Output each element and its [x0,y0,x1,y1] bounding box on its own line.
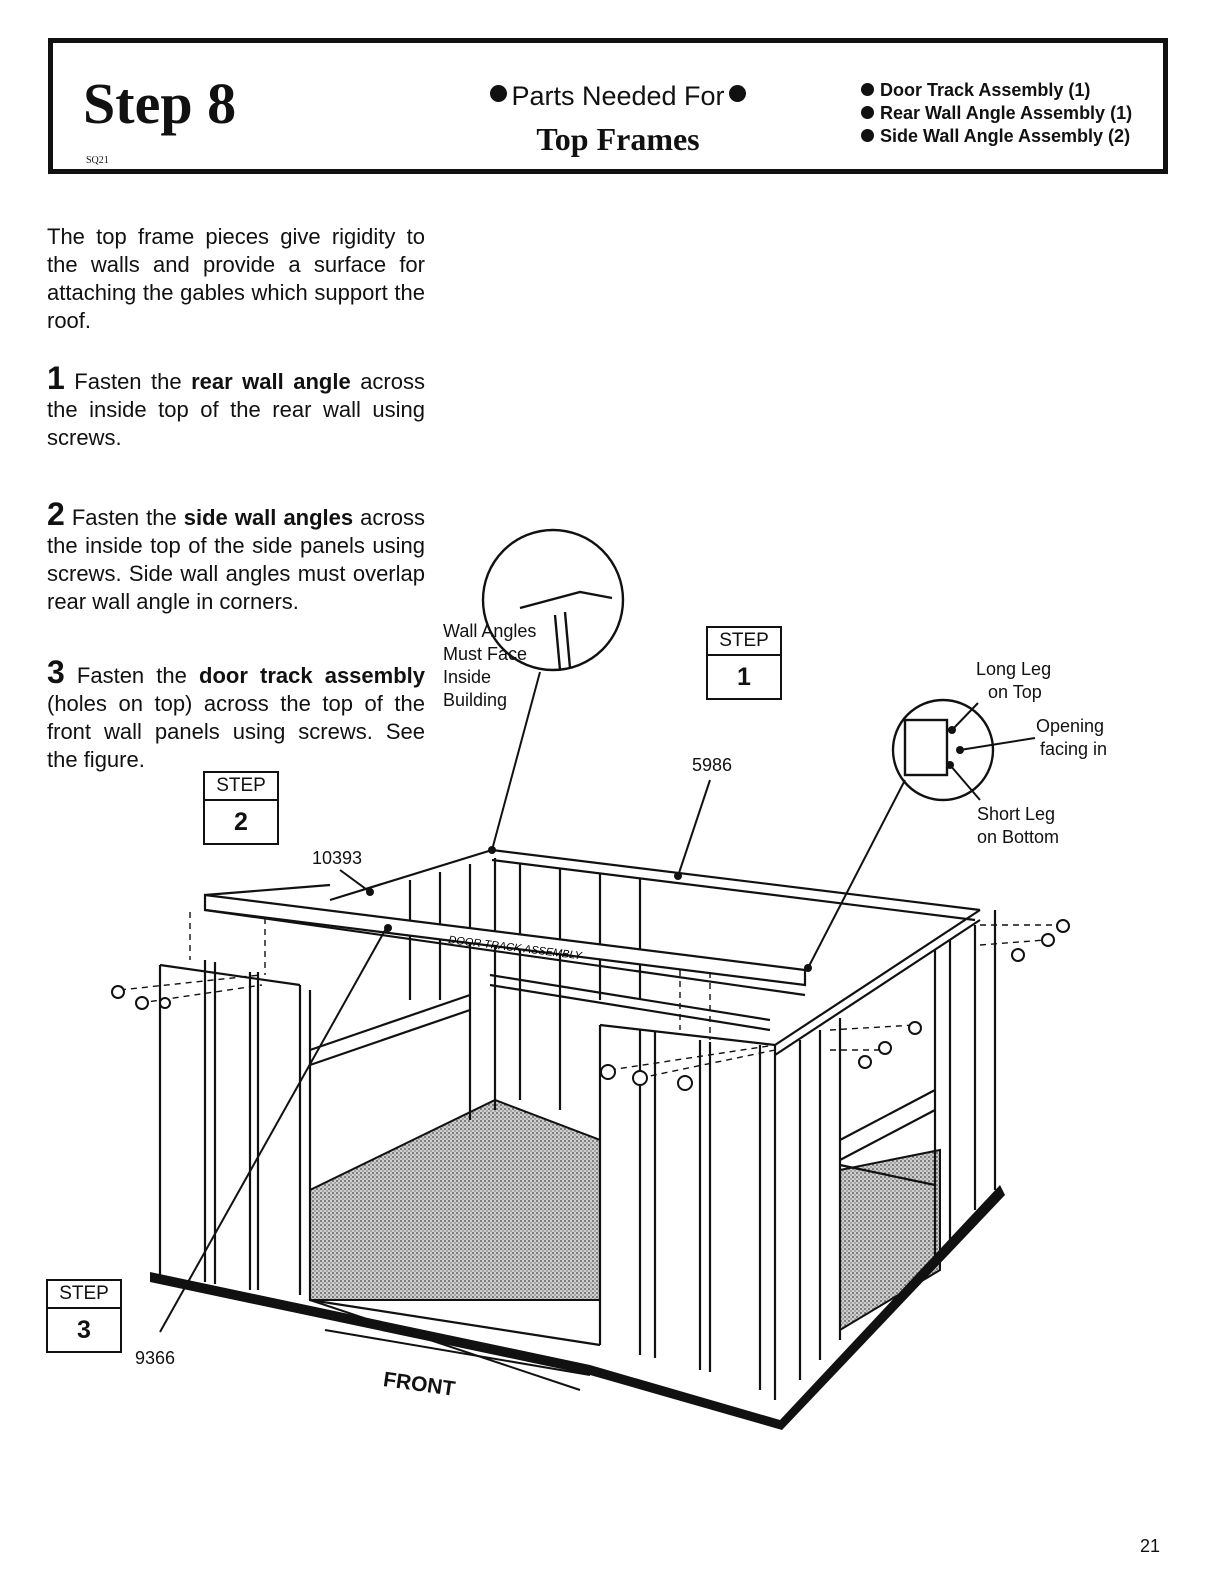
parts-needed-label: Parts Needed For [511,81,725,111]
parts-list-item: Side Wall Angle Assembly (2) [861,125,1132,148]
bullet-icon [861,129,874,142]
page-code: SQ21 [86,155,109,166]
shed-walls [158,848,997,1400]
short-leg-note: Short Leg on Bottom [977,804,1060,847]
bullet-icon [861,106,874,119]
part-points [366,726,964,972]
step-1-box: STEP 1 [706,626,782,700]
step-3-box: STEP 3 [46,1279,122,1353]
part-number-5986: 5986 [692,755,733,775]
step-title: Step 8 [83,71,237,136]
part-number-9366: 9366 [135,1348,176,1368]
door-track-assembly [203,883,807,997]
step-box-number: 3 [77,1316,91,1344]
page-number: 21 [1140,1536,1161,1556]
instruction-emphasis: door track assembly [199,663,425,688]
step-header: Step 8 SQ21 Parts Needed For Top Frames … [48,38,1168,174]
step-box-label: STEP [48,1281,120,1309]
dashed-guides [119,912,1060,1079]
leader-lines [159,671,1036,1391]
part-number-10393: 10393 [312,848,363,868]
screws [111,919,1070,1091]
opening-note: Opening facing in [1036,716,1108,759]
instruction-number: 3 [47,654,65,690]
parts-needed-heading: Parts Needed For [473,83,763,110]
leg-detail [891,698,995,802]
parts-list-item: Rear Wall Angle Assembly (1) [861,102,1132,125]
step-box-number: 2 [234,808,248,836]
step-2-box: STEP 2 [203,771,279,845]
step-box-label: STEP [205,773,277,801]
instruction-emphasis: side wall angles [183,505,354,530]
floor-area [309,1098,941,1332]
bullet-icon [728,85,746,102]
long-leg-note: Long Leg on Top [976,659,1052,702]
step-box-number: 1 [737,663,751,691]
instruction-2: 2 Fasten the side wall angles across the… [47,496,425,614]
wall-angles-note: Wall Angles Must Face Inside Building [443,621,537,710]
instruction-number: 2 [47,496,65,532]
instruction-number: 1 [47,360,65,396]
parts-list: Door Track Assembly (1) Rear Wall Angle … [861,79,1132,148]
intro-paragraph: The top frame pieces give rigidity to th… [47,224,425,333]
parts-title: Top Frames [536,121,700,157]
instruction-3: 3 Fasten the door track assembly (holes … [47,654,425,772]
bullet-icon [861,83,874,96]
wall-angle-detail [481,528,625,672]
step-box-label: STEP [708,628,780,656]
parts-list-item: Door Track Assembly (1) [861,79,1132,102]
instruction-1: 1 Fasten the rear wall angle across the … [47,360,425,450]
instruction-emphasis: rear wall angle [191,369,351,394]
bullet-icon [490,85,508,102]
